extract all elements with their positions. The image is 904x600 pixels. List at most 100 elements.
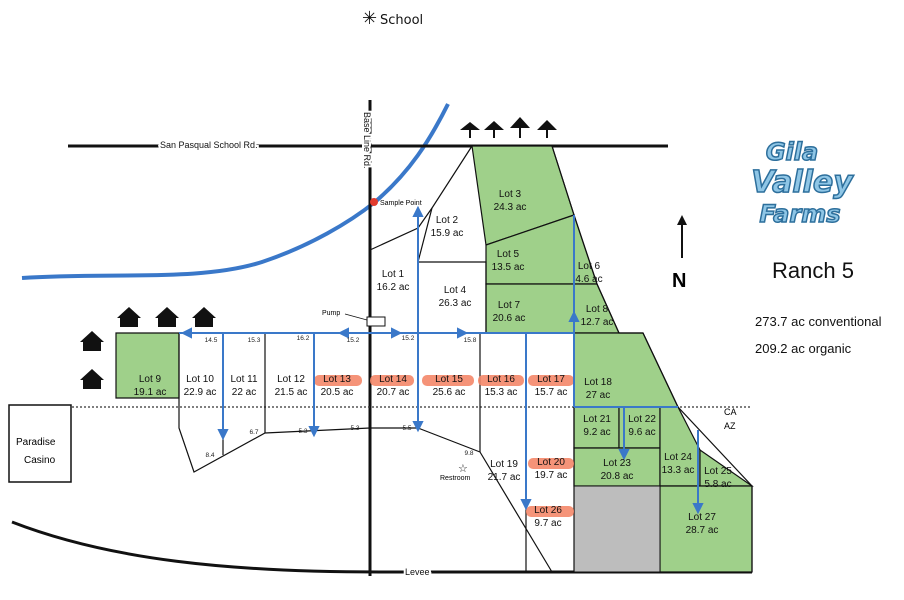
lot-19-name[interactable]: Lot 19 (490, 459, 518, 470)
lot-3-area: 24.3 ac (494, 202, 527, 213)
lot-2-name[interactable]: Lot 2 (436, 215, 459, 226)
lot-2-area: 15.9 ac (431, 228, 464, 239)
lot-21-name[interactable]: Lot 21 (583, 414, 611, 425)
lot-16-name[interactable]: Lot 16 (487, 374, 515, 385)
svg-text:Farms: Farms (760, 200, 841, 228)
lot-19-area: 21.7 ac (488, 472, 521, 483)
paradise-casino-building (8, 404, 72, 483)
ca-label: CA (724, 407, 737, 417)
lot-6-area: 4.6 ac (575, 274, 602, 285)
north-letter: N (672, 270, 686, 292)
lot-13-area: 20.5 ac (321, 387, 354, 398)
flow-value-4: 15.2 (402, 335, 415, 342)
svg-text:Valley: Valley (751, 165, 854, 200)
lot-15-name[interactable]: Lot 15 (435, 374, 463, 385)
lot-22-area: 9.6 ac (628, 427, 655, 438)
ranch-title: Ranch 5 (772, 258, 854, 283)
lot-18-name[interactable]: Lot 18 (584, 377, 612, 388)
lot-5-area: 13.5 ac (492, 262, 525, 273)
lot-8-area: 12.7 ac (581, 317, 614, 328)
lot-14-area: 20.7 ac (377, 387, 410, 398)
school-label: School (380, 13, 423, 28)
az-label: AZ (724, 421, 736, 431)
flow-value-8: 5.3 (298, 428, 307, 435)
flow-value-9: 5.3 (350, 425, 359, 432)
school-asterisk-icon: ✳ (362, 8, 377, 28)
lot-25-name[interactable]: Lot 25 (704, 466, 732, 477)
north-arrow-icon (677, 215, 687, 258)
lot-25-area: 5.8 ac (704, 479, 731, 490)
lot-9-area: 19.1 ac (134, 387, 167, 398)
lot-5-name[interactable]: Lot 5 (497, 249, 520, 260)
lot-15-area: 25.6 ac (433, 387, 466, 398)
tree-icons (460, 117, 557, 138)
lot-9-name[interactable]: Lot 9 (139, 374, 162, 385)
restroom-label: Restroom (440, 475, 471, 482)
organic-acreage: 209.2 ac organic (755, 341, 852, 356)
baseline-road-label: Base Line Rd. (362, 112, 372, 169)
lot-26-area: 9.7 ac (534, 518, 561, 529)
lot-21-area: 9.2 ac (583, 427, 610, 438)
highlight-strips (314, 375, 574, 517)
pump-label: Pump (322, 310, 340, 317)
flow-value-3: 15.2 (347, 337, 360, 344)
sample-point-label: Sample Point (380, 200, 422, 207)
restroom-star-icon: ☆ (458, 463, 468, 475)
lot-17-name[interactable]: Lot 17 (537, 374, 565, 385)
casino-label-line2: Casino (24, 455, 56, 466)
lot-6-name[interactable]: Lot 6 (578, 261, 601, 272)
flow-value-1: 15.3 (248, 337, 261, 344)
levee-label: Levee (405, 567, 430, 577)
lot-4-area: 26.3 ac (439, 298, 472, 309)
lot-labels: Lot 1 16.2 ac Lot 2 15.9 ac Lot 3 24.3 ac Lot … (134, 189, 733, 536)
irrigation-pipes (179, 205, 704, 515)
lot-22-name[interactable]: Lot 22 (628, 414, 656, 425)
conventional-acreage: 273.7 ac conventional (755, 314, 882, 329)
lot-1-name[interactable]: Lot 1 (382, 269, 405, 280)
river (21, 103, 450, 280)
flow-value-7: 6.7 (249, 429, 258, 436)
flow-value-11: 9.8 (464, 450, 473, 457)
flow-value-0: 14.5 (205, 337, 218, 344)
gila-valley-farms-logo: Gila Valley Farms (750, 137, 855, 229)
lot-13-name[interactable]: Lot 13 (323, 374, 351, 385)
lot-14-name[interactable]: Lot 14 (379, 374, 407, 385)
flow-value-5: 15.8 (464, 337, 477, 344)
flow-value-2: 16.2 (297, 335, 310, 342)
lot-10-name[interactable]: Lot 10 (186, 374, 214, 385)
pump-box (366, 316, 386, 327)
lot-26-name[interactable]: Lot 26 (534, 505, 562, 516)
lot-18-area: 27 ac (586, 390, 610, 401)
levee-road (11, 520, 752, 574)
lot-8-name[interactable]: Lot 8 (586, 304, 609, 315)
lot-20-name[interactable]: Lot 20 (537, 457, 565, 468)
lot-7-name[interactable]: Lot 7 (498, 300, 521, 311)
lot-17-area: 15.7 ac (535, 387, 568, 398)
flow-value-6: 8.4 (205, 452, 214, 459)
svg-text:Gila: Gila (766, 138, 818, 166)
lot-4-name[interactable]: Lot 4 (444, 285, 467, 296)
lot-7-area: 20.6 ac (493, 313, 526, 324)
lot-12-name[interactable]: Lot 12 (277, 374, 305, 385)
flow-value-10: 5.5 (402, 425, 411, 432)
lot-23-name[interactable]: Lot 23 (603, 458, 631, 469)
lot-1-area: 16.2 ac (377, 282, 410, 293)
lot-12-area: 21.5 ac (275, 387, 308, 398)
north-road-label: San Pasqual School Rd. (160, 140, 258, 150)
lot-27-name[interactable]: Lot 27 (688, 512, 716, 523)
house-icons (80, 307, 216, 389)
lot-3-name[interactable]: Lot 3 (499, 189, 522, 200)
lot-20-area: 19.7 ac (535, 470, 568, 481)
lot-16-area: 15.3 ac (485, 387, 518, 398)
lot-24-area: 13.3 ac (662, 465, 695, 476)
lot-11-name[interactable]: Lot 11 (230, 374, 257, 385)
lot-24-name[interactable]: Lot 24 (664, 452, 692, 463)
lot-27-area: 28.7 ac (686, 525, 719, 536)
sample-point-marker (370, 198, 378, 206)
flow-labels: 14.5 15.3 16.2 15.2 15.2 15.8 8.4 6.7 5.3 5.3 5.5 9… (205, 335, 477, 459)
gray-parcel (573, 485, 661, 573)
lot-11-area: 22 ac (232, 387, 256, 398)
casino-label-line1: Paradise (16, 437, 56, 448)
lot-10-area: 22.9 ac (184, 387, 217, 398)
